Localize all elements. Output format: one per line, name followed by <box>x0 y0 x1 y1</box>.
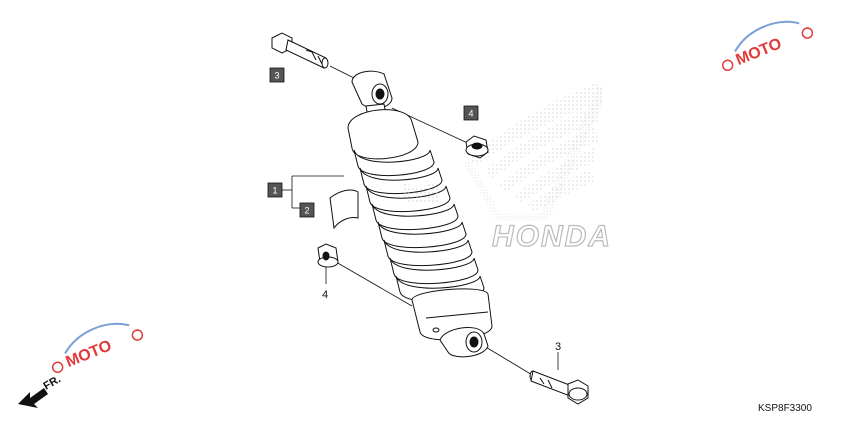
svg-text:2: 2 <box>304 206 309 216</box>
moto-logo-watermark-bottom: MOTO <box>51 322 144 374</box>
svg-text:MOTO: MOTO <box>64 337 115 371</box>
front-direction-label: FR. <box>42 373 63 392</box>
callout-box-3: 3 <box>269 67 285 83</box>
bottom-mounting-bolt <box>529 370 589 405</box>
caution-label-decal <box>329 189 359 230</box>
callout-box-2: 2 <box>299 202 315 218</box>
callout-box-1: 1 <box>267 182 283 198</box>
svg-text:4: 4 <box>468 109 473 119</box>
svg-text:1: 1 <box>272 186 277 196</box>
svg-text:MOTO: MOTO <box>734 35 785 69</box>
callout-number-4: 4 <box>322 289 328 301</box>
svg-text:3: 3 <box>274 71 279 81</box>
honda-wing-watermark <box>464 82 604 220</box>
front-direction-arrow-icon <box>18 388 48 408</box>
moto-logo-watermark-top: MOTO <box>721 20 814 72</box>
top-mounting-bolt <box>271 32 329 69</box>
flange-nut-lower <box>317 243 339 268</box>
flange-nut-upper <box>465 135 489 159</box>
diagram-code: KSP8F3300 <box>758 403 812 414</box>
rear-shock-absorber <box>347 70 493 358</box>
callout-box-4: 4 <box>463 105 479 121</box>
honda-brand-watermark: HONDA <box>492 220 612 253</box>
callout-number-3: 3 <box>555 341 561 353</box>
